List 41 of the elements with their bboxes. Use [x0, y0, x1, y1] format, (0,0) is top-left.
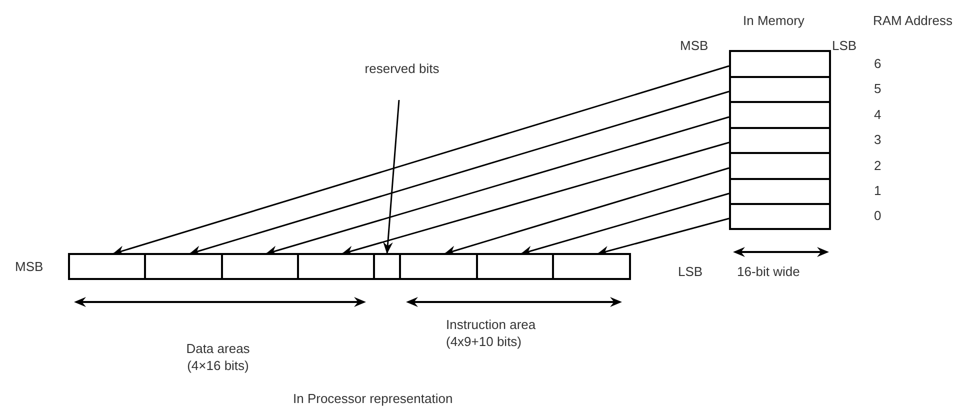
bit-field-cell — [373, 253, 401, 280]
bit-field-cell — [297, 253, 375, 280]
memory-word-cell — [729, 50, 831, 78]
memory-word-cell — [729, 127, 831, 154]
dimension-label: 16-bit wide — [737, 263, 800, 280]
heading: In Memory — [743, 12, 804, 29]
bit-field-cell — [144, 253, 223, 280]
address-number: 1 — [874, 182, 882, 199]
column-heading: RAM Address — [873, 12, 952, 29]
bit-order-label: LSB — [832, 37, 857, 54]
callout-text: reserved bits — [364, 60, 440, 77]
address-number: 5 — [874, 80, 882, 97]
bit-field-cell — [221, 253, 299, 280]
arrow — [341, 142, 730, 256]
memory-word-cell — [729, 101, 831, 129]
bit-order-label: MSB — [680, 37, 708, 54]
bit-field-cell — [68, 253, 146, 280]
bit-field-cell — [552, 253, 631, 280]
arrow — [112, 65, 730, 256]
area-label: Data areas (4×16 bits) — [185, 340, 251, 374]
address-number: 4 — [874, 106, 882, 123]
caption-text: In Processor representation — [293, 390, 453, 407]
arrow — [265, 116, 730, 256]
memory-word-cell — [729, 203, 831, 230]
bit-field-cell — [399, 253, 478, 280]
address-number: 0 — [874, 207, 882, 224]
arrow — [444, 167, 730, 256]
address-number: 3 — [874, 131, 882, 148]
address-number: 2 — [874, 157, 882, 174]
memory-word-cell — [729, 76, 831, 103]
bit-order-label: MSB — [15, 258, 44, 275]
memory-word-cell — [729, 178, 831, 205]
area-label: Instruction area (4x9+10 bits) — [446, 316, 537, 350]
arrow — [596, 218, 730, 256]
address-number: 6 — [874, 55, 882, 72]
arrow — [188, 90, 730, 256]
bit-field-cell — [476, 253, 554, 280]
bit-order-label: LSB — [678, 263, 703, 280]
arrow — [520, 192, 730, 256]
leader-line — [382, 100, 400, 254]
memory-word-cell — [729, 152, 831, 180]
